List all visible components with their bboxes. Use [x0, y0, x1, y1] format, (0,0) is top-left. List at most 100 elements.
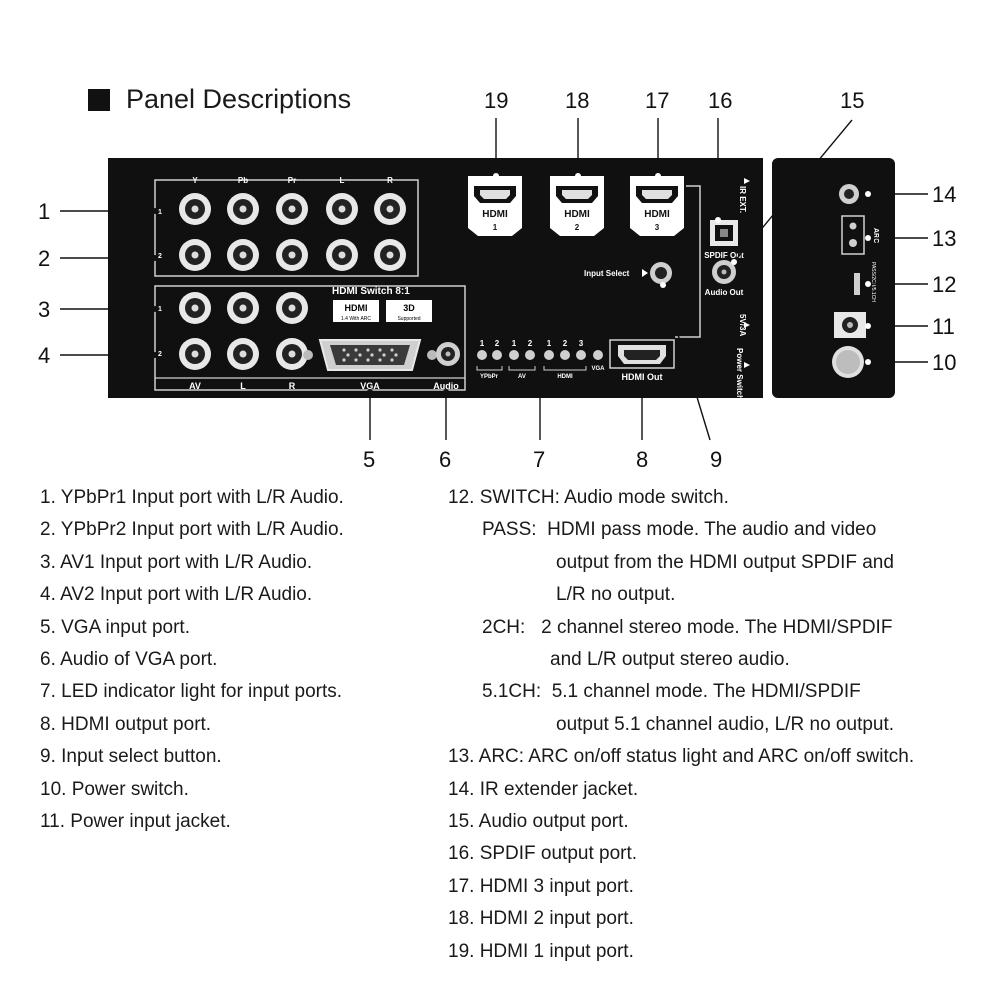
spdif-out-port-icon: SPDIF Out: [704, 220, 744, 260]
hdmi-out-port-icon: HDMI Out: [609, 339, 675, 382]
input-select-button-icon: [650, 262, 672, 284]
rca-jack-icon: [179, 338, 211, 370]
rca-jack-icon: [227, 338, 259, 370]
row-marker-1: 1: [158, 209, 162, 216]
hdmi-input-2: HDMI 2: [550, 176, 604, 236]
header-l: L: [340, 176, 345, 185]
desc-item: 1. YPbPr1 Input port with L/R Audio.: [40, 487, 344, 508]
label-audio: Audio: [433, 381, 459, 391]
callout-10: 10: [932, 350, 956, 375]
arrow-right-icon: [744, 362, 750, 368]
led-num: 2: [495, 339, 500, 348]
label-l: L: [240, 381, 246, 391]
led-light-icon: [509, 350, 519, 360]
arc-switch-icon: ARC: [841, 215, 879, 255]
callout-11: 11: [932, 314, 955, 339]
callout-2: 2: [38, 246, 50, 271]
rca-jack-icon: [179, 193, 211, 225]
power-input-jack-icon: [834, 312, 866, 338]
desc-51ch-cont: output 5.1 channel audio, L/R no output.: [556, 713, 895, 735]
power-switch-label: Power Switch: [735, 348, 744, 400]
callout-numbers: 1 2 3 4 19 18 17 16 15 5 6 7 8 9 14 13 1…: [38, 88, 956, 470]
header-r: R: [387, 176, 393, 185]
callout-3: 3: [38, 297, 50, 322]
desc-2ch: 2CH: 2 channel stereo mode. The HDMI/SPD…: [482, 616, 893, 638]
desc-item: 14. IR extender jacket.: [448, 778, 639, 800]
title-bullet-icon: [88, 88, 110, 111]
arrow-right-icon: [744, 322, 750, 328]
rca-jack-icon: [276, 338, 308, 370]
led-light-icon: [525, 350, 535, 360]
arc-label: ARC: [872, 228, 879, 243]
callout-dots: [152, 208, 645, 395]
row-marker-4: 2: [158, 351, 162, 358]
led-num: 2: [528, 339, 533, 348]
row-marker-3: 1: [158, 306, 162, 313]
header-y: Y: [192, 176, 198, 185]
led-label-av: AV: [518, 374, 526, 380]
hdmi-switch-title: HDMI Switch 8:1: [332, 286, 410, 297]
callout-5: 5: [363, 447, 375, 470]
rca-jack-icon: [326, 193, 358, 225]
label-r: R: [289, 381, 296, 391]
callout-lines: [60, 118, 928, 441]
hdmi-input-label: HDMI: [564, 209, 590, 220]
hdmi-input-1: HDMI 1: [468, 176, 522, 236]
desc-item: 9. Input select button.: [40, 746, 222, 768]
desc-item: 19. HDMI 1 input port.: [448, 940, 634, 962]
rca-jack-icon: [276, 292, 308, 324]
arrow-right-icon: [744, 178, 750, 184]
led-label-hdmi: HDMI: [557, 374, 573, 380]
badge-hdmi-sub: 1.4 With ARC: [341, 316, 371, 322]
spdif-out-label: SPDIF Out: [704, 251, 744, 260]
label-av: AV: [189, 381, 201, 391]
hdmi-input-label: HDMI: [482, 209, 508, 220]
rca-jack-icon: [326, 239, 358, 271]
callout-1: 1: [38, 199, 50, 224]
power-rating-label: 5V/3A: [738, 314, 747, 336]
led-label-ypbpr: YPbPr: [480, 374, 499, 380]
panel-diagram: Y Pb Pr L R 1 2 1 2 AV L R VGA Aud: [38, 88, 956, 470]
callout-16: 16: [708, 88, 732, 113]
power-switch-icon: [832, 346, 864, 378]
desc-item: 6. Audio of VGA port.: [40, 649, 218, 671]
callout-12: 12: [932, 272, 956, 297]
led-num: 2: [563, 339, 568, 348]
ir-ext-label: IR EXT.: [738, 186, 747, 213]
arrow-right-icon: [642, 269, 648, 277]
vga-audio-jack-icon: [436, 342, 460, 366]
audio-mode-switch-icon: PASS/2CH/5.1CH: [854, 262, 876, 302]
badge-3d-sub: Supported: [397, 316, 420, 322]
badge-hdmi-text: HDMI: [345, 303, 368, 313]
rca-jack-icon: [227, 193, 259, 225]
switch-label: PASS/2CH/5.1CH: [870, 262, 876, 302]
component-headers: [154, 179, 466, 391]
led-indicators: 1 2 1 2 1 2 3 YPbPr AV HDMI VGA: [476, 339, 605, 380]
led-num: 1: [480, 339, 485, 348]
desc-item-12: 12. SWITCH: Audio mode switch.: [448, 487, 729, 508]
callout-14: 14: [932, 182, 956, 207]
callout-18: 18: [565, 88, 589, 113]
component-header-labels: Y Pb Pr L R: [192, 176, 393, 185]
vga-port-icon: [303, 339, 437, 371]
callout-7: 7: [533, 447, 545, 470]
desc-pass-cont: output from the HDMI output SPDIF and: [556, 551, 894, 573]
desc-item: 8. HDMI output port.: [40, 713, 212, 735]
desc-item: 7. LED indicator light for input ports.: [40, 681, 343, 703]
callout-9: 9: [710, 447, 722, 470]
rca-jack-icon: [374, 193, 406, 225]
callout-19: 19: [484, 88, 508, 113]
desc-item: 17. HDMI 3 input port.: [448, 875, 634, 897]
desc-item: 13. ARC: ARC on/off status light and ARC…: [448, 746, 915, 768]
hdmi-input-num: 2: [575, 223, 580, 232]
badge-3d-text: 3D: [403, 303, 415, 313]
row-marker-2: 2: [158, 253, 162, 260]
callout-17: 17: [645, 88, 669, 113]
led-light-icon: [477, 350, 487, 360]
desc-item: 15. Audio output port.: [448, 811, 629, 833]
desc-pass: PASS: HDMI pass mode. The audio and vide…: [482, 519, 877, 541]
led-num: 3: [579, 339, 584, 348]
desc-51ch: 5.1CH: 5.1 channel mode. The HDMI/SPDIF: [482, 681, 861, 703]
rca-jacks: [179, 193, 406, 370]
hdmi-badge: HDMI 1.4 With ARC: [333, 300, 379, 322]
